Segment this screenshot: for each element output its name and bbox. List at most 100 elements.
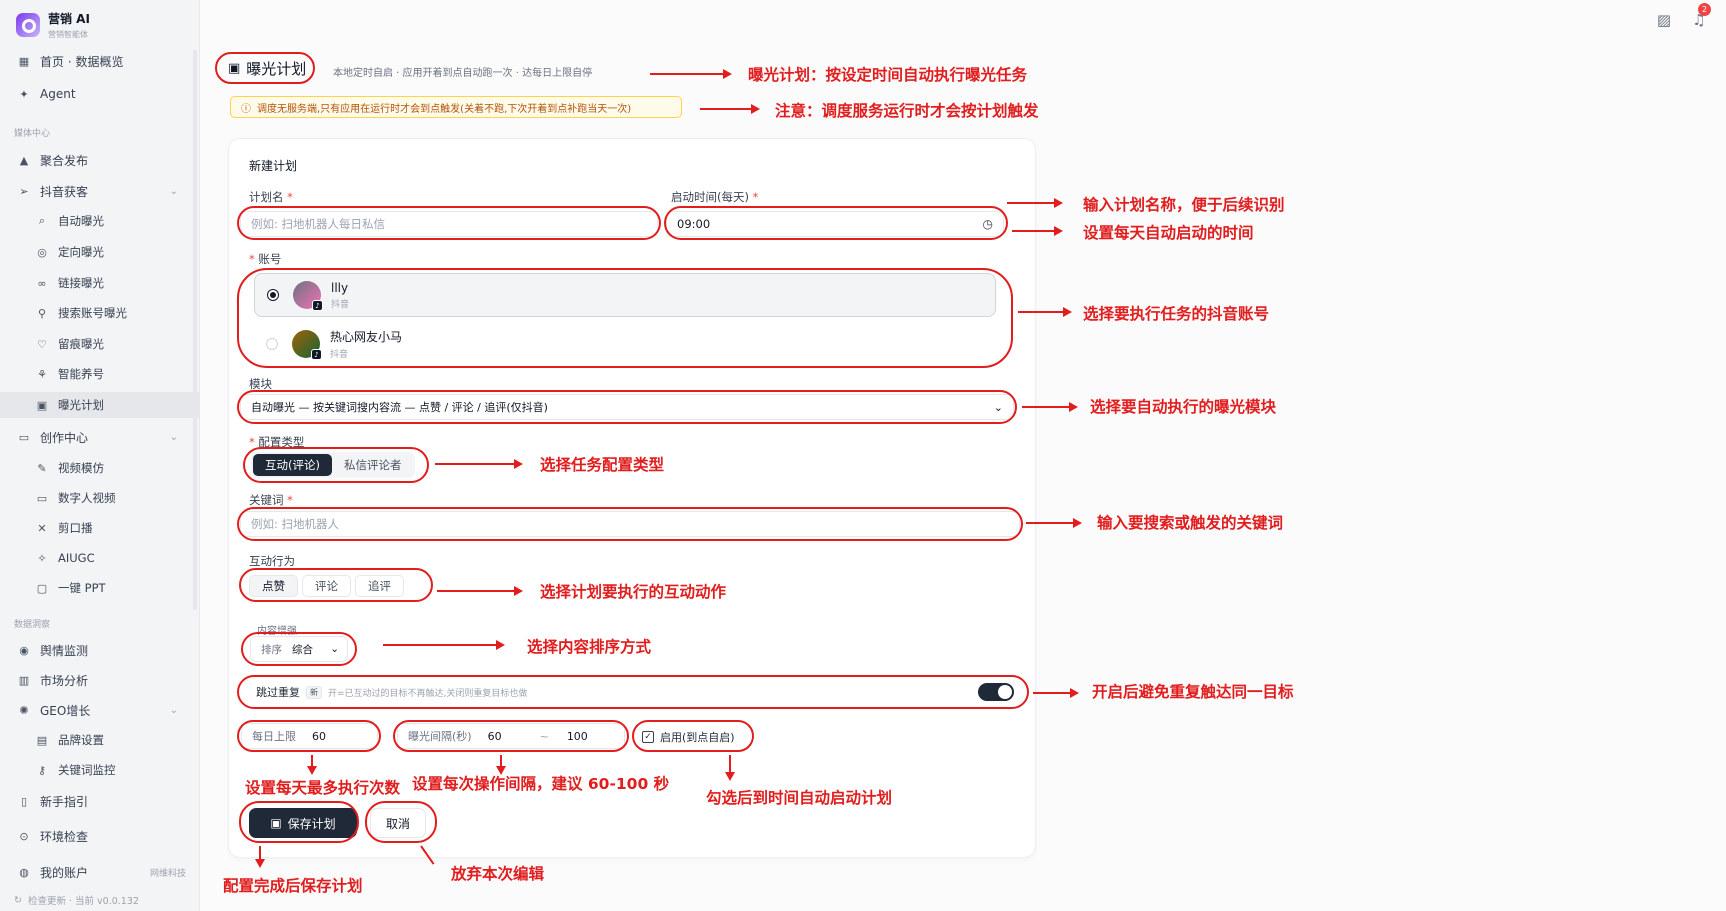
annotation-arrow [435,459,523,469]
sidebar-item-agent[interactable]: ✦ Agent [0,81,200,107]
annotation-circle [237,675,1029,709]
section-title-data: 数据洞察 [14,620,51,630]
calendar-icon: ▣ [36,398,48,412]
chevron-down-icon: ⌄ [169,185,178,197]
chevron-down-icon: ⌄ [330,643,339,655]
annotation-text: 设置每次操作间隔，建议 60-100 秒 [412,775,670,793]
chevron-down-icon: ⌄ [169,431,178,443]
annotation-text: 输入计划名称，便于后续识别 [1083,196,1285,214]
save-label: 保存计划 [287,816,336,831]
sidebar-item-trace-exposure[interactable]: ♡留痕曝光 [0,331,200,357]
pen-icon: ✎ [37,461,47,475]
annotation-circle [237,268,1013,368]
sidebar-item-auto-exposure[interactable]: ⌕ 自动曝光 [0,208,200,234]
sidebar-item-exposure-plan[interactable]: ▣ 曝光计划 [0,392,200,418]
search-icon: ⌕ [38,214,46,227]
page-description: 本地定时自启 · 应用开着到点自动跑一次 · 达每日上限自停 [333,68,593,79]
user-search-icon: ⚲ [37,306,47,320]
send-icon: ➢ [19,184,29,198]
annotation-arrow [1026,518,1082,528]
sort-select[interactable]: 排序综合⌄ [250,636,348,662]
sidebar-item-geo[interactable]: ✺GEO增长⌄ [0,697,200,723]
annotation-circle [241,632,357,666]
config-type-option[interactable]: 互动(评论) [253,454,332,476]
plan-name-input[interactable]: 例如: 扫地机器人每日私信 [240,211,658,237]
version-check[interactable]: ↻检查更新 · 当前 v0.0.132 [14,893,139,908]
sort-value: 综合 [292,643,313,656]
annotation-arrow [437,586,523,596]
action-option[interactable]: 点赞 [249,575,298,597]
sidebar-item-digital-human[interactable]: ▭数字人视频 [0,485,200,511]
sidebar: 营销 AI 营销智能体 ▦首页 · 数据概览 ✦Agent 媒体中心 ▲聚合发布… [0,0,200,911]
sidebar-item-label: 自动曝光 [58,214,104,228]
sidebar-item-label: 环境检查 [40,829,89,844]
annotation-text: 选择要执行任务的抖音账号 [1083,305,1270,323]
sidebar-item-brand-settings[interactable]: ▤品牌设置 [0,727,200,753]
book-icon: ▯ [20,794,28,808]
sidebar-item-guide[interactable]: ▯ 新手指引 [0,788,200,814]
sidebar-item-ppt[interactable]: ▢一键 PPT [0,575,200,601]
sidebar-item-label: 我的账户 [40,865,89,880]
annotation-text: 输入要搜索或触发的关键词 [1097,514,1284,532]
sidebar-item-video-imitate[interactable]: ✎ 视频模仿 [0,455,200,481]
notice-text: 调度无服务端,只有应用在运行时才会到点触发(关着不跑,下次开着到点补跑当天一次) [257,103,632,115]
sidebar-item-publish[interactable]: ▲聚合发布 [0,147,200,173]
sidebar-item-home[interactable]: ▦首页 · 数据概览 [0,48,200,74]
sidebar-item-nurture[interactable]: ⚘智能养号 [0,361,200,387]
sidebar-item-label: Agent [40,87,76,101]
account-option[interactable]: ♪ 热心网友小马抖音 [254,322,996,366]
sidebar-item-label: 曝光计划 [58,398,104,412]
brand[interactable]: 营销 AI 营销智能体 [16,10,90,40]
annotation-text: 选择要自动执行的曝光模块 [1090,398,1277,416]
sidebar-item-label: 聚合发布 [40,153,89,168]
account-name: llly [331,280,349,295]
sidebar-item-douyin[interactable]: ➢抖音获客⌄ [0,178,200,204]
sidebar-item-aiugc[interactable]: ✧AIUGC [0,545,200,571]
annotation-text: 设置每天自动启动的时间 [1083,224,1254,242]
sidebar-scrollbar[interactable] [193,50,197,610]
skip-duplicate-row: 跳过重复 新 开=已互动过的目标不再触达,关闭则重复目标也做 [240,679,1026,705]
skip-duplicate-toggle[interactable] [978,683,1014,701]
module-select[interactable]: 自动曝光 — 按关键词搜内容流 — 点赞 / 评论 / 追评(仅抖音)⌄ [240,394,1014,420]
radio-selected[interactable] [267,289,279,301]
annotation-text: 选择内容排序方式 [527,638,652,656]
sidebar-item-label: 新手指引 [40,794,89,809]
sidebar-item-creation[interactable]: ▭创作中心⌄ [0,424,200,450]
chevron-down-icon: ⌄ [169,704,178,716]
sidebar-item-targeted-exposure[interactable]: ◎定向曝光 [0,239,200,265]
annotation-arrow [1018,307,1072,317]
keyword-input[interactable]: 例如: 扫地机器人 [240,511,1020,537]
annotation-circle [632,720,754,752]
sidebar-item-sentiment[interactable]: ◉舆情监测 [0,637,200,663]
agent-icon: ✦ [19,87,29,101]
sidebar-item-account-search[interactable]: ⚲搜索账号曝光 [0,300,200,326]
annotation-arrow [1033,688,1079,698]
sidebar-item-env-check[interactable]: ⊙环境检查 [0,823,200,849]
plan-name-placeholder: 例如: 扫地机器人每日私信 [251,217,386,231]
sprout-icon: ⚘ [37,367,47,381]
action-option[interactable]: 追评 [355,575,404,597]
sidebar-item-label: 视频模仿 [58,461,104,475]
sidebar-item-market[interactable]: ▥市场分析 [0,667,200,693]
avatar: ♪ [293,281,323,311]
annotation-circle [365,801,437,843]
brand-logo-icon [16,13,40,37]
sidebar-item-keyword-monitor[interactable]: ⚷关键词监控 [0,757,200,783]
action-option[interactable]: 评论 [302,575,351,597]
sidebar-item-link-exposure[interactable]: ∞链接曝光 [0,270,200,296]
skip-duplicate-desc: 开=已互动过的目标不再触达,关闭则重复目标也做 [328,688,528,699]
annotation-circle [237,720,381,752]
start-time-value: 09:00 [677,217,711,231]
interval-input[interactable]: 曝光间隔(秒)60~100 [397,723,625,749]
sidebar-item-label: 链接曝光 [58,276,104,290]
start-time-input[interactable]: 09:00◷ [666,211,1004,237]
form-heading: 新建计划 [249,159,298,173]
sidebar-item-cut-talk[interactable]: ✕剪口播 [0,515,200,541]
image-icon[interactable]: ▨ [1656,11,1672,29]
annotation-circle [237,390,1017,424]
sidebar-item-account[interactable]: ◍我的账户网维科技 [0,859,200,885]
config-type-option[interactable]: 私信评论者 [343,458,402,472]
sidebar-item-label: 剪口播 [58,521,93,535]
